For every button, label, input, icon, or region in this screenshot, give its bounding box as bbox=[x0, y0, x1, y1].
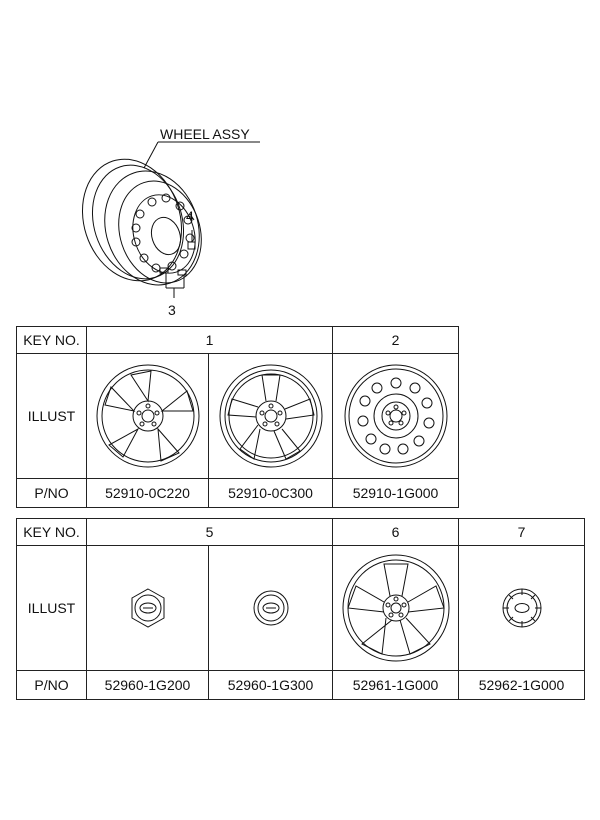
part-number: 52961-1G000 bbox=[332, 670, 460, 700]
illust-label: ILLUST bbox=[16, 545, 87, 671]
parts-table-2: KEY NO. 5 6 7 ILLUST bbox=[16, 518, 586, 700]
key-no-6: 6 bbox=[332, 518, 460, 546]
callout-3: 3 bbox=[168, 302, 176, 318]
key-no-label: KEY NO. bbox=[16, 326, 87, 354]
key-no-5: 5 bbox=[85, 518, 334, 546]
wheel-assy-drawing bbox=[81, 141, 260, 298]
center-cap-round-illustration bbox=[253, 590, 288, 626]
part-number: 52910-0C220 bbox=[86, 478, 209, 508]
key-no-2: 2 bbox=[332, 326, 460, 354]
parts-table-1: KEY NO. 1 2 ILLUST bbox=[16, 326, 460, 508]
key-no-label: KEY NO. bbox=[16, 518, 87, 546]
part-number: 52910-0C300 bbox=[207, 478, 334, 508]
illust-label: ILLUST bbox=[16, 353, 87, 479]
pno-label: P/NO bbox=[16, 670, 87, 700]
key-no-1: 1 bbox=[85, 326, 334, 354]
key-no-7: 7 bbox=[458, 518, 586, 546]
part-number: 52960-1G200 bbox=[86, 670, 209, 700]
alloy-wheel-five-spoke-illustration bbox=[219, 364, 322, 468]
pno-label: P/NO bbox=[16, 478, 87, 508]
alloy-wheel-six-spoke-illustration bbox=[342, 554, 450, 662]
steel-wheel-illustration bbox=[344, 364, 448, 468]
part-number: 52910-1G000 bbox=[332, 478, 460, 508]
center-cap-hex-illustration bbox=[131, 588, 164, 628]
alloy-wheel-swirl-illustration bbox=[96, 364, 199, 468]
hub-cap-illustration bbox=[502, 588, 542, 628]
wheel-assy-label: WHEEL ASSY bbox=[160, 126, 250, 142]
part-number: 52962-1G000 bbox=[458, 670, 586, 700]
part-number: 52960-1G300 bbox=[207, 670, 334, 700]
